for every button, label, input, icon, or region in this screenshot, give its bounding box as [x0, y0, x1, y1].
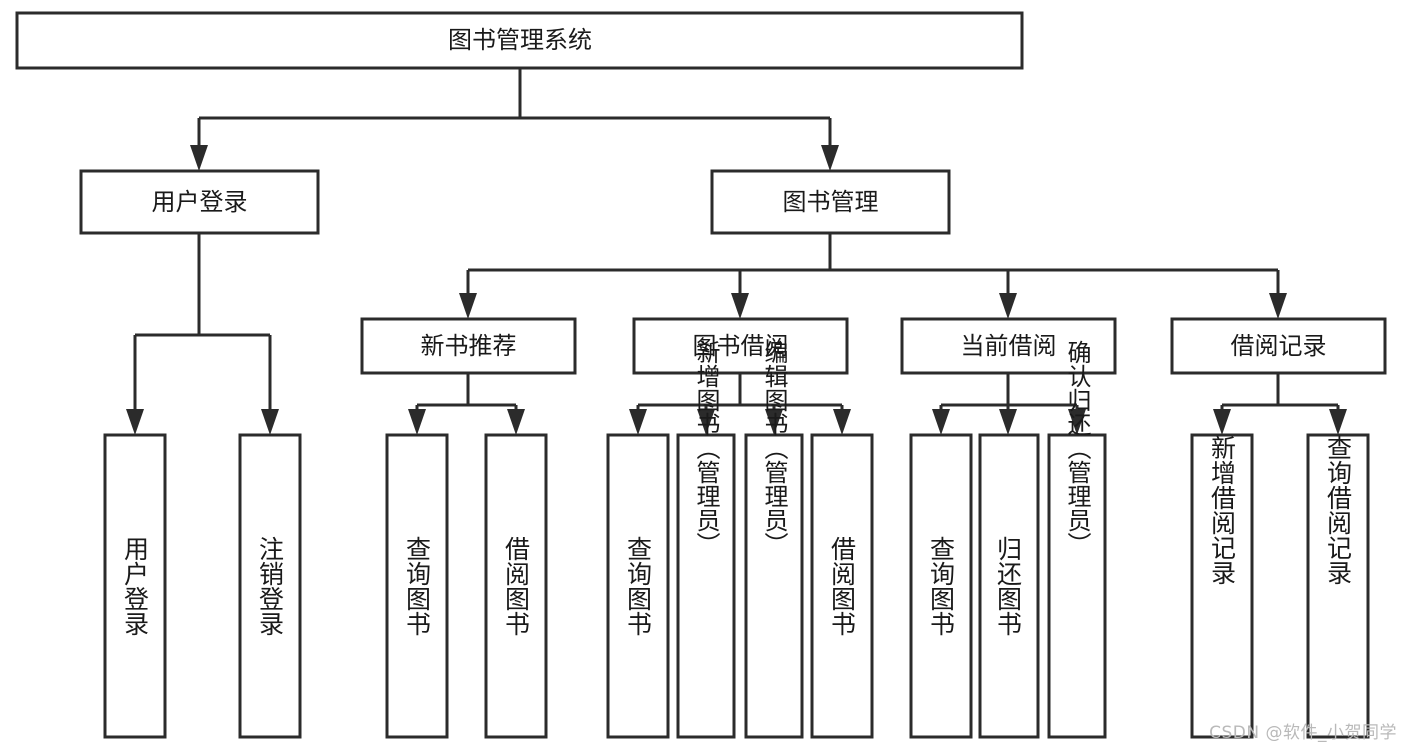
node-current-borrow-label: 当前借阅: [961, 332, 1057, 360]
connector-book-manage-to-level3: [459, 233, 1287, 319]
arrow-to-leaf-return-book: [999, 409, 1017, 435]
node-leaf-user-login[interactable]: 用户登录: [103, 433, 167, 739]
node-current-borrow[interactable]: 当前借阅: [900, 317, 1117, 375]
node-leaf-add-record-label: 新增借阅记录: [1208, 435, 1237, 585]
connector-new-book-rec-to-leaves: [408, 373, 525, 435]
node-leaf-borrow-book-2[interactable]: 借阅图书: [810, 433, 874, 739]
arrow-to-book-manage: [821, 145, 839, 171]
arrow-to-new-book-rec: [459, 293, 477, 319]
node-leaf-query-book-2[interactable]: 查询图书: [606, 433, 670, 739]
node-leaf-confirm-return-label: 确认归还（管理员）: [1063, 340, 1091, 556]
node-book-borrow[interactable]: 图书借阅: [632, 317, 849, 375]
node-leaf-edit-book-label: 编辑图书（管理员）: [760, 340, 788, 556]
arrow-to-borrow-record: [1269, 293, 1287, 319]
node-borrow-record[interactable]: 借阅记录: [1170, 317, 1387, 375]
node-leaf-query-book-3[interactable]: 查询图书: [909, 433, 973, 739]
arrow-to-leaf-user-login: [126, 409, 144, 435]
node-leaf-return-book[interactable]: 归还图书: [978, 433, 1040, 739]
arrow-to-current-borrow: [999, 293, 1017, 319]
node-root[interactable]: 图书管理系统: [15, 11, 1024, 70]
arrow-to-leaf-borrow-book-2: [833, 409, 851, 435]
node-leaf-query-record-label: 查询借阅记录: [1324, 435, 1353, 585]
node-leaf-borrow-book-1[interactable]: 借阅图书: [484, 433, 548, 739]
node-root-label: 图书管理系统: [448, 26, 592, 54]
arrow-to-leaf-borrow-book-1: [507, 409, 525, 435]
connector-root-to-level2: [190, 68, 839, 171]
node-leaf-add-record[interactable]: 新增借阅记录: [1190, 433, 1254, 739]
node-user-login[interactable]: 用户登录: [79, 169, 320, 235]
connector-user-login-to-leaves: [126, 233, 279, 435]
node-new-book-rec[interactable]: 新书推荐: [360, 317, 577, 375]
node-book-borrow-label: 图书借阅: [693, 332, 789, 360]
node-leaf-user-login-label: 用户登录: [121, 536, 150, 636]
node-book-manage-label: 图书管理: [783, 188, 879, 216]
node-leaf-query-record[interactable]: 查询借阅记录: [1306, 433, 1370, 739]
node-leaf-query-book-2-label: 查询图书: [624, 536, 653, 636]
connector-book-borrow-to-leaves: [629, 373, 851, 435]
connector-current-borrow-to-leaves: [932, 373, 1086, 435]
node-leaf-query-book-3-label: 查询图书: [927, 536, 956, 636]
arrow-to-book-borrow: [731, 293, 749, 319]
node-leaf-user-logout-label: 注销登录: [256, 536, 285, 636]
node-leaf-borrow-book-2-label: 借阅图书: [828, 536, 857, 636]
node-book-manage[interactable]: 图书管理: [710, 169, 951, 235]
node-leaf-return-book-label: 归还图书: [994, 536, 1023, 636]
arrow-to-leaf-query-book-3: [932, 409, 950, 435]
node-user-login-label: 用户登录: [152, 188, 248, 216]
node-leaf-borrow-book-1-label: 借阅图书: [502, 536, 531, 636]
node-leaf-confirm-return[interactable]: 确认归还（管理员）: [1047, 340, 1107, 739]
arrow-to-user-login: [190, 145, 208, 171]
node-leaf-query-book-1-label: 查询图书: [403, 536, 432, 636]
node-new-book-rec-label: 新书推荐: [421, 332, 517, 360]
node-leaf-query-book-1[interactable]: 查询图书: [385, 433, 449, 739]
arrow-to-leaf-query-book-2: [629, 409, 647, 435]
node-leaf-add-book[interactable]: 新增图书（管理员）: [676, 340, 736, 739]
node-leaf-add-book-label: 新增图书（管理员）: [692, 340, 720, 556]
connector-borrow-record-to-leaves: [1213, 373, 1347, 435]
arrow-to-leaf-user-logout: [261, 409, 279, 435]
arrow-to-leaf-query-book-1: [408, 409, 426, 435]
arrow-to-leaf-add-record: [1213, 409, 1231, 435]
node-leaf-user-logout[interactable]: 注销登录: [238, 433, 302, 739]
node-borrow-record-label: 借阅记录: [1231, 332, 1327, 360]
node-leaf-edit-book[interactable]: 编辑图书（管理员）: [744, 340, 804, 739]
arrow-to-leaf-query-record: [1329, 409, 1347, 435]
